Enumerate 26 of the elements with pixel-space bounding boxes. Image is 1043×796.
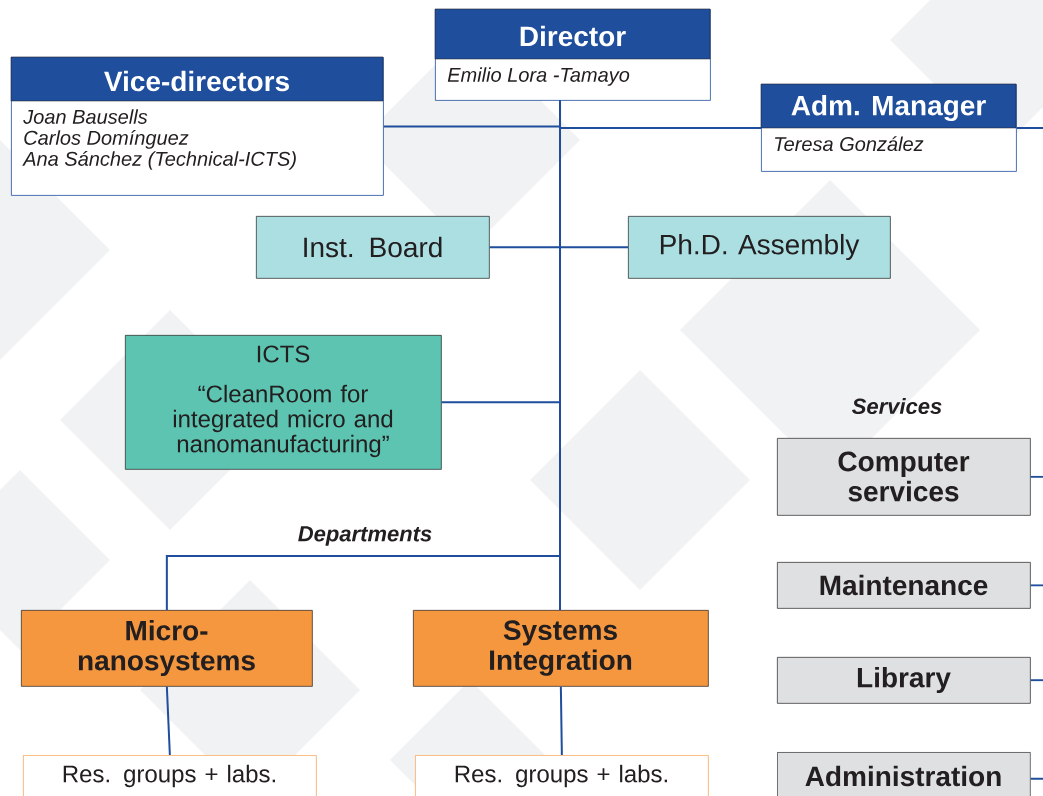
node-label: Res. groups + labs. [63,764,275,788]
section-label: Departments [298,526,432,546]
service-box: Maintenance [777,562,1031,609]
title-box: Vice-directors Joan Bausells Carlos Domínguez Ana Sánchez (Technical-ICTS) [10,56,384,196]
group-box: Res. groups + labs. [415,755,709,796]
service-box: Library [777,657,1031,704]
group-box: Res. groups + labs. [23,755,317,796]
facility-box: ICTS “CleanRoom for integrated micro and nanomanufacturing” [125,335,442,470]
connector-line [1029,679,1043,682]
service-box: Administration [777,752,1031,796]
service-box: Computer services [777,438,1031,516]
connector-line [1029,584,1043,587]
connector-line [1015,126,1043,129]
connector-line [559,685,563,756]
connector-line [559,99,561,611]
board-box: Inst. Board [256,216,490,279]
connector-line [1029,777,1043,780]
department-box: Systems Integration [413,610,709,687]
connector-line [165,685,171,756]
connector-line [1029,475,1043,478]
node-label: Res. groups + labs. [455,764,667,788]
department-box: Micro-nanosystems [21,610,313,687]
title-box: Director Emilio Lora -Tamayo [434,8,711,101]
board-box: Ph.D. Assembly [628,216,891,279]
section-label: Services [852,397,942,415]
title-box: Adm. Manager Teresa González [760,83,1017,172]
